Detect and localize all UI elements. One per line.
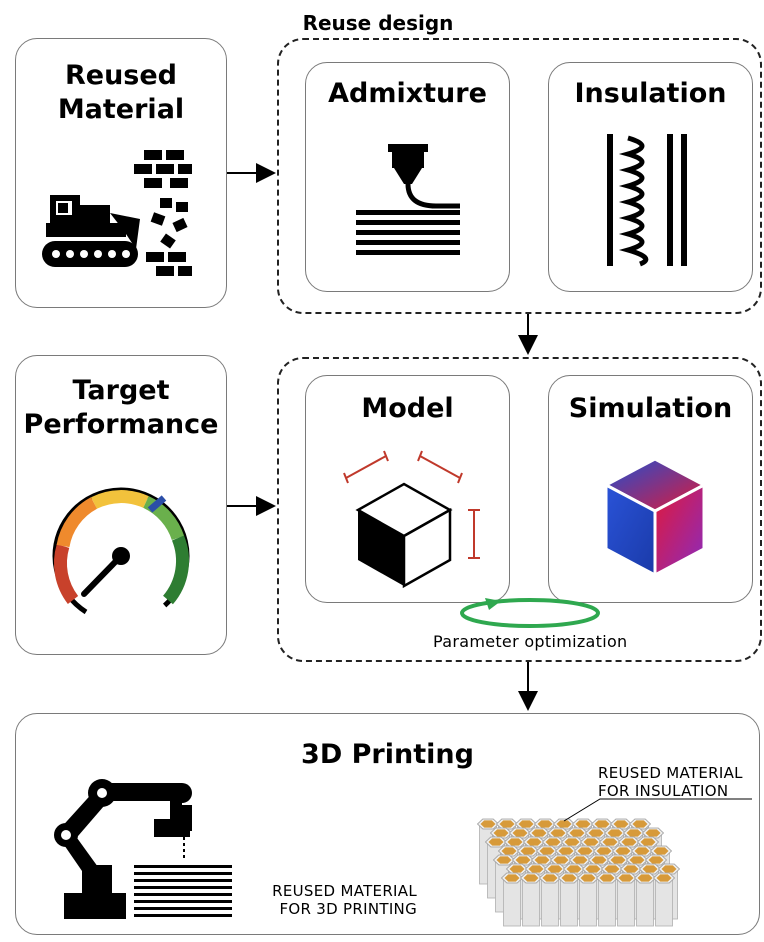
honeycomb-cell-fill	[653, 847, 669, 855]
honeycomb-cell-fill	[528, 865, 544, 873]
honeycomb-cell-fill	[520, 847, 536, 855]
insulation-leader-line	[563, 798, 752, 822]
honeycomb-cell-fill	[545, 838, 561, 846]
honeycomb-cell-fill	[613, 820, 629, 828]
honeycomb-icon	[476, 818, 681, 927]
honeycomb-cell-fill	[615, 847, 631, 855]
honeycomb-cell-fill	[634, 847, 650, 855]
honeycomb-cell-fill	[493, 829, 509, 837]
honeycomb-cell-fill	[547, 865, 563, 873]
robot-arm-icon	[54, 779, 232, 919]
honeycomb-cell-fill	[553, 856, 569, 864]
honeycomb-cell-fill	[480, 820, 496, 828]
bricks-icon	[134, 150, 192, 276]
honeycomb-cell-fill	[621, 838, 637, 846]
bulldozer-icon	[42, 195, 140, 267]
honeycomb-cell-fill	[599, 874, 615, 882]
honeycomb-cell-fill	[550, 829, 566, 837]
honeycomb-cell-fill	[509, 865, 525, 873]
honeycomb-cell-fill	[610, 856, 626, 864]
honeycomb-cell-fill	[518, 820, 534, 828]
honeycomb-cell-fill	[607, 829, 623, 837]
print-nozzle-icon	[356, 144, 460, 255]
honeycomb-cell-fill	[623, 865, 639, 873]
honeycomb-cell-fill	[577, 847, 593, 855]
reuse-design-group	[277, 38, 762, 314]
honeycomb-cell-fill	[626, 829, 642, 837]
honeycomb-cell-fill	[499, 820, 515, 828]
honeycomb-cell-fill	[496, 856, 512, 864]
reused-material-insulation-label: REUSED MATERIAL FOR INSULATION	[598, 764, 743, 800]
reused-material-3d-printing-label: REUSED MATERIAL FOR 3D PRINTING	[272, 882, 417, 918]
honeycomb-cell-fill	[488, 838, 504, 846]
target-performance-box: Target Performance	[15, 355, 227, 655]
reuse-design-label: Reuse design	[302, 11, 454, 35]
honeycomb-cell-fill	[604, 865, 620, 873]
honeycomb-cell-fill	[523, 874, 539, 882]
honeycomb-cell-fill	[501, 847, 517, 855]
gauge-icon	[52, 487, 190, 625]
honeycomb-cell-fill	[561, 874, 577, 882]
simulation-title: Simulation	[568, 393, 733, 424]
honeycomb-cell-fill	[580, 874, 596, 882]
honeycomb-cell-fill	[637, 874, 653, 882]
insulation-title: Insulation	[574, 78, 727, 109]
honeycomb-cell-fill	[585, 865, 601, 873]
parameter-optimization-label: Parameter optimization	[433, 632, 628, 651]
honeycomb-cell-fill	[632, 820, 648, 828]
honeycomb-cell-fill	[642, 865, 658, 873]
honeycomb-cell-fill	[512, 829, 528, 837]
honeycomb-cell-fill	[575, 820, 591, 828]
honeycomb-cell-fill	[569, 829, 585, 837]
honeycomb-cell-fill	[537, 820, 553, 828]
honeycomb-cell-fill	[572, 856, 588, 864]
honeycomb-cell-fill	[542, 874, 558, 882]
honeycomb-cell-fill	[596, 847, 612, 855]
cube-dimension-icon	[343, 450, 480, 589]
admixture-title: Admixture	[328, 78, 487, 109]
honeycomb-cell-fill	[504, 874, 520, 882]
honeycomb-cell-fill	[588, 829, 604, 837]
honeycomb-cell-fill	[515, 856, 531, 864]
honeycomb-cell-fill	[661, 865, 677, 873]
honeycomb-cell-fill	[591, 856, 607, 864]
honeycomb-cell-fill	[656, 874, 672, 882]
reused-material-title: Reused Material	[57, 60, 185, 125]
parameter-optimization-group	[277, 357, 762, 662]
honeycomb-cell-fill	[618, 874, 634, 882]
honeycomb-cell-fill	[526, 838, 542, 846]
honeycomb-cell-fill	[640, 838, 656, 846]
honeycomb-cell-fill	[507, 838, 523, 846]
honeycomb-cell-fill	[629, 856, 645, 864]
gradient-cube-icon	[602, 457, 708, 578]
honeycomb-cell-fill	[534, 856, 550, 864]
cycle-arrow-icon	[460, 598, 600, 628]
honeycomb-cell-fill	[539, 847, 555, 855]
3d-printing-title: 3D Printing	[301, 739, 474, 770]
honeycomb-cell-fill	[645, 829, 661, 837]
honeycomb-cell-fill	[594, 820, 610, 828]
honeycomb-cell-fill	[564, 838, 580, 846]
honeycomb-cell-fill	[583, 838, 599, 846]
honeycomb-cell-fill	[648, 856, 664, 864]
target-performance-title: Target Performance	[23, 375, 219, 440]
model-title: Model	[361, 393, 454, 424]
honeycomb-cell-fill	[602, 838, 618, 846]
honeycomb-cell-fill	[556, 820, 572, 828]
insulation-coil-icon	[607, 134, 687, 267]
honeycomb-cell-fill	[531, 829, 547, 837]
honeycomb-cell-fill	[558, 847, 574, 855]
insulation-box: Insulation	[548, 62, 753, 292]
honeycomb-cell-fill	[566, 865, 582, 873]
